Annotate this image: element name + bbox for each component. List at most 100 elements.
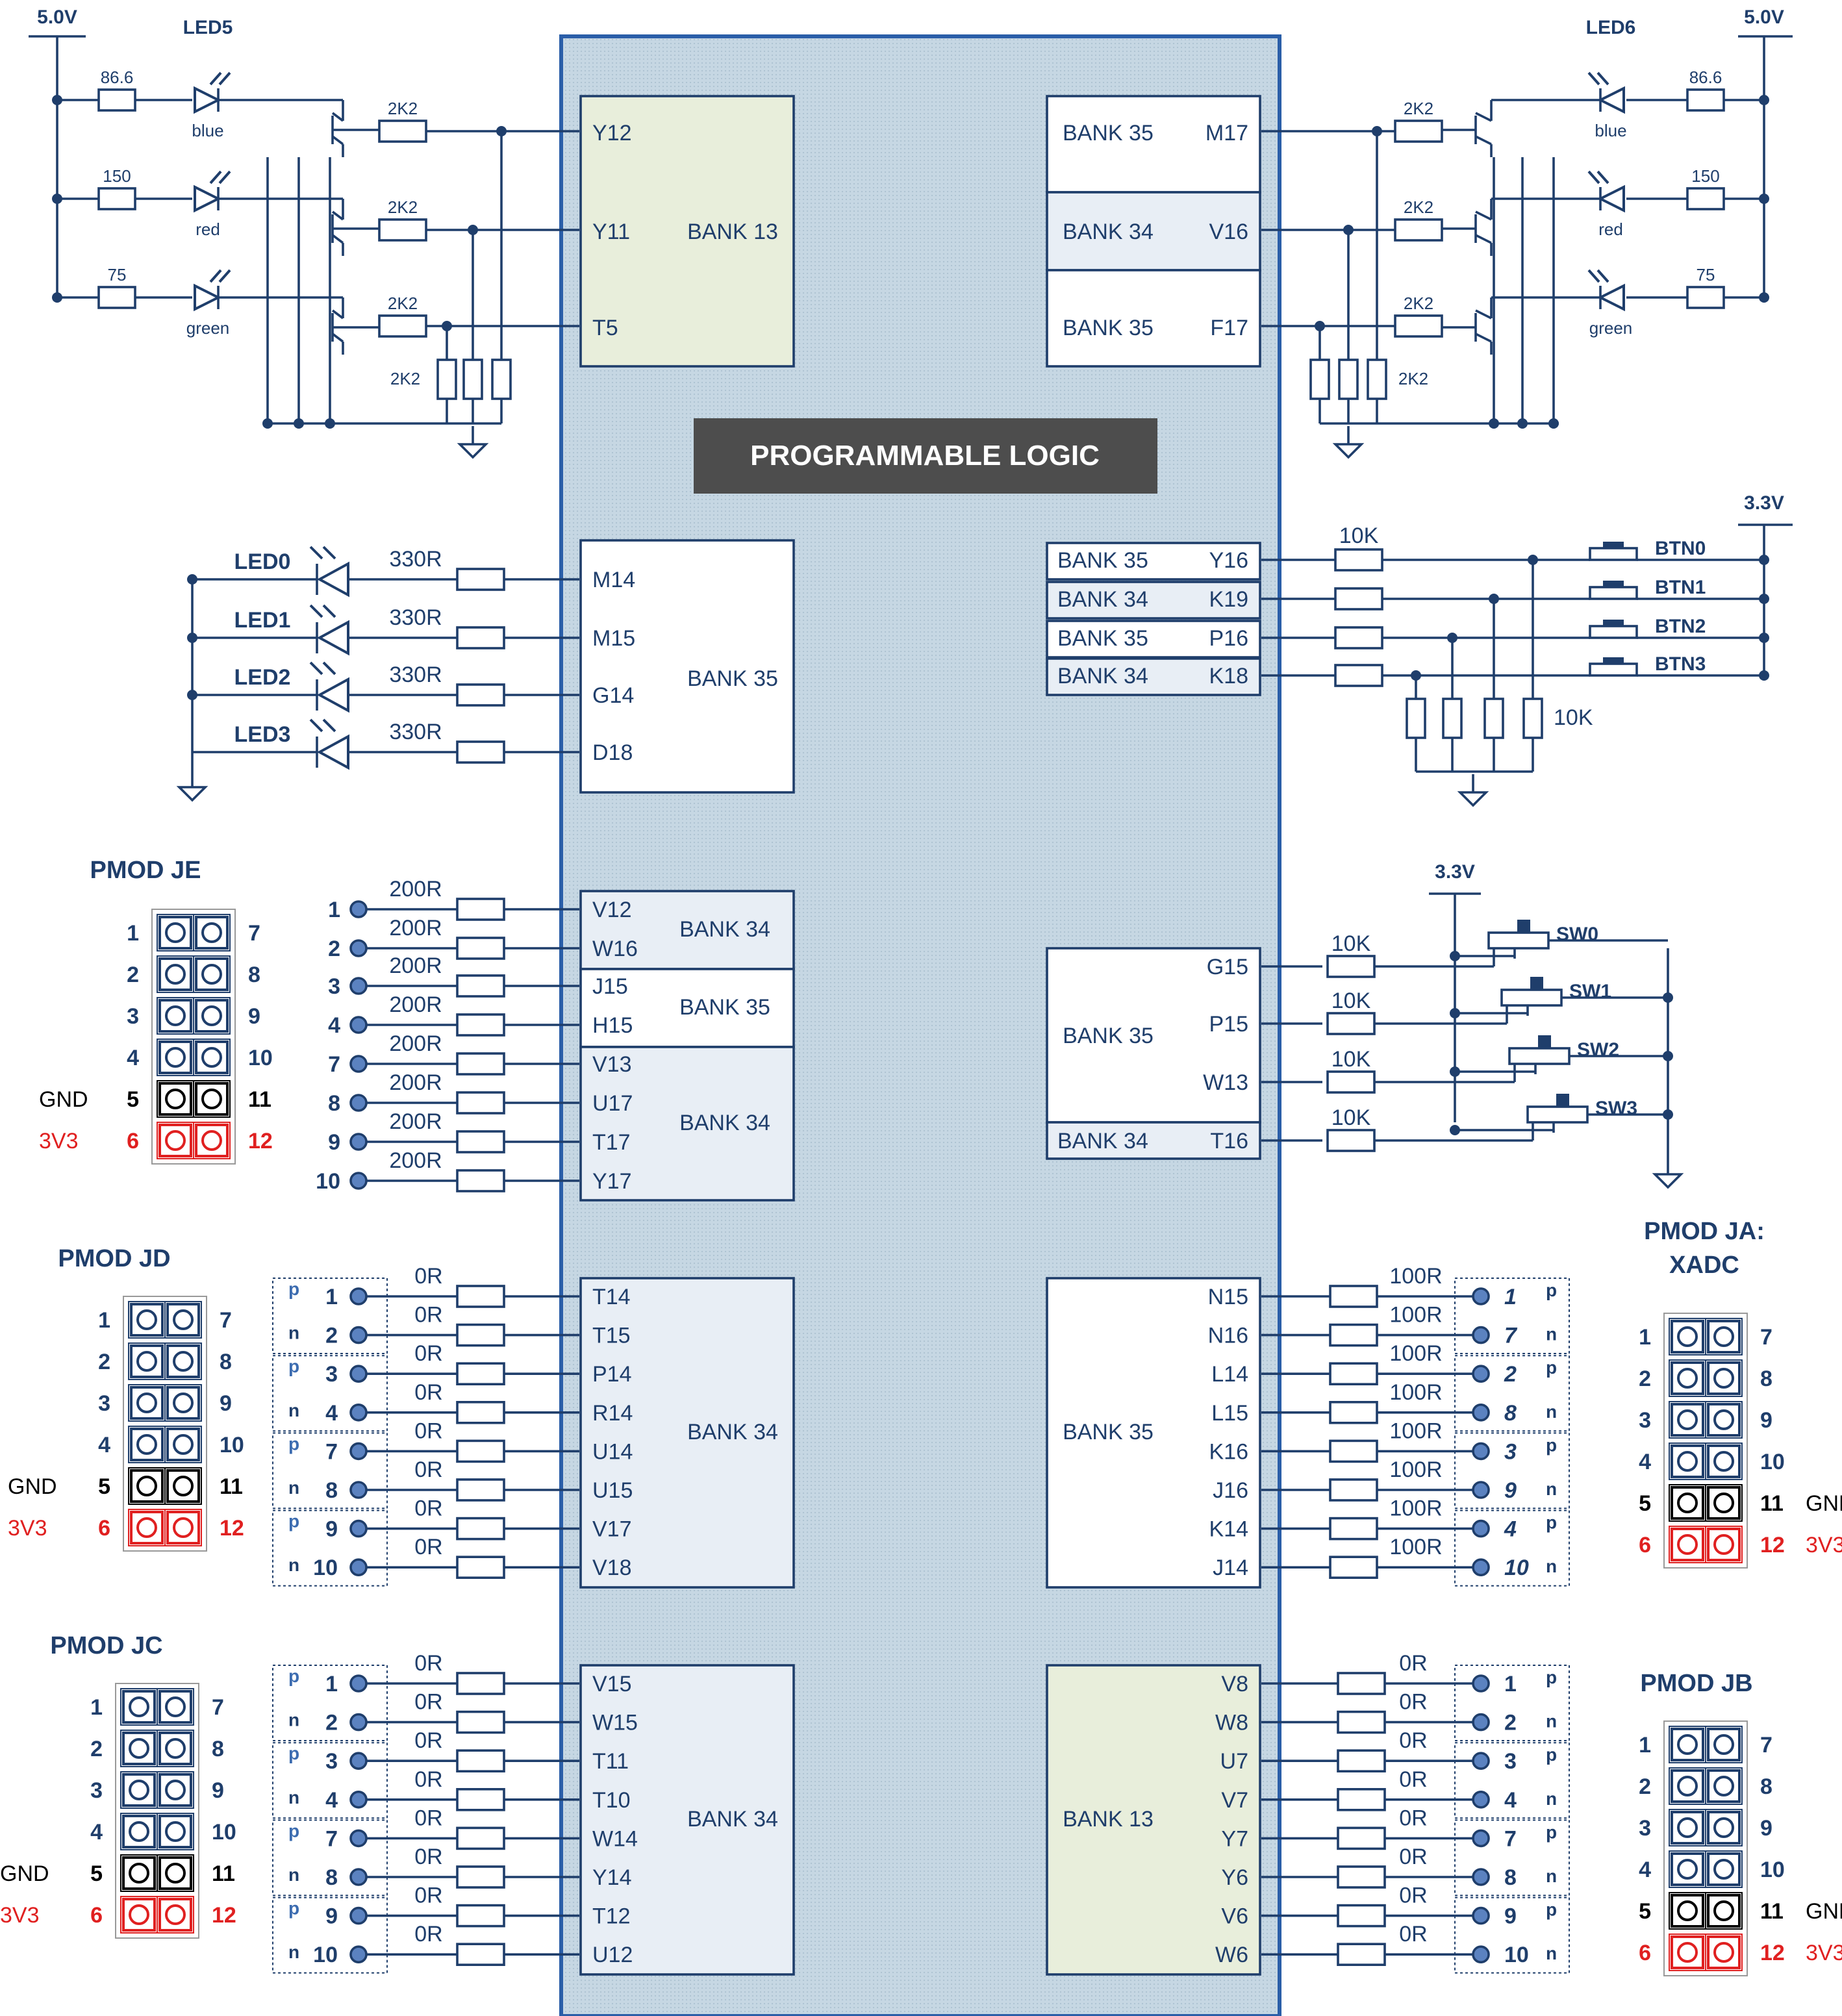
ja-resistor <box>1329 1285 1378 1308</box>
je-pin-outline <box>193 1080 231 1118</box>
ja-pin <box>1472 1404 1490 1422</box>
base-resistor <box>378 314 427 338</box>
bank-label: BANK 34 <box>1063 220 1154 244</box>
ja-pin-number: 6 <box>1639 1533 1651 1557</box>
jc-pin-ring <box>129 1738 149 1759</box>
ja-polarity: n <box>1546 1324 1557 1344</box>
v5-label-right: 5.0V <box>1744 6 1784 28</box>
bank13-rgb-box <box>579 95 795 368</box>
ja-pin-ring <box>1713 1368 1734 1389</box>
pulldown-resistor <box>1338 359 1359 400</box>
jc-pair-box <box>272 1665 388 1741</box>
jb-polarity: n <box>1546 1789 1557 1809</box>
je-pin-ring <box>201 1089 222 1109</box>
resistor-value: 150 <box>103 166 131 186</box>
bank-label: BANK 35 <box>687 666 778 691</box>
led-diode <box>194 184 221 213</box>
resistor-value: 100R <box>1389 1496 1442 1521</box>
jb-pin-number: 8 <box>1760 1774 1773 1799</box>
ground-symbol <box>1457 791 1489 807</box>
resistor-value: 330R <box>389 662 442 687</box>
je-pin <box>349 1055 368 1073</box>
jc-resistor <box>456 1749 505 1772</box>
resistor-value: 0R <box>414 1884 442 1908</box>
jd-pair-box <box>272 1355 388 1432</box>
jb-resistor <box>1337 1865 1386 1889</box>
jc-pin-number: 4 <box>90 1820 103 1845</box>
jb-polarity: n <box>1546 1711 1557 1732</box>
led-arrows <box>309 661 336 675</box>
jc-3v3: 3V3 <box>0 1903 40 1928</box>
jc-pin-number: 12 <box>212 1903 236 1928</box>
rail-junction <box>52 95 62 105</box>
je-pin-ring <box>201 922 222 943</box>
led-series-resistor <box>1686 286 1725 309</box>
transistor-emitter <box>331 333 344 343</box>
jd-pin-number: 6 <box>98 1516 110 1541</box>
je-pin <box>349 1016 368 1034</box>
je-pin-number: 9 <box>248 1004 260 1029</box>
pin-name: R14 <box>592 1401 633 1426</box>
v33-label-sw: 3.3V <box>1435 861 1475 883</box>
jb-pin <box>1472 1791 1490 1809</box>
bank-label: BANK 34 <box>679 1111 770 1135</box>
resistor-value: 0R <box>1399 1767 1427 1792</box>
bus-junction <box>187 690 197 700</box>
led-resistor <box>456 626 505 649</box>
jb-pin <box>1472 1713 1490 1732</box>
button-series-resistor <box>1334 587 1383 611</box>
pin-name: Y14 <box>592 1865 632 1890</box>
ja-pin-number: 4 <box>1504 1517 1517 1542</box>
jd-pair-box <box>272 1432 388 1509</box>
resistor-value: 0R <box>414 1651 442 1676</box>
ground-symbol <box>457 443 489 459</box>
transistor-emitter <box>331 135 344 145</box>
pin-name: Y11 <box>592 220 630 244</box>
pin-name: Y17 <box>592 1169 632 1194</box>
jb-pin-ring <box>1713 1859 1734 1880</box>
ja-resistor <box>1329 1439 1378 1463</box>
je-pin-number: 8 <box>328 1091 340 1116</box>
jd-resistor <box>456 1556 505 1579</box>
jd-pin <box>349 1404 368 1422</box>
transistor-emitter <box>331 234 344 244</box>
jd-pin-number: 8 <box>325 1478 338 1503</box>
resistor-value: 0R <box>414 1690 442 1715</box>
jc-pin-number: 10 <box>313 1943 338 1967</box>
base-resistor <box>1394 314 1443 338</box>
je-pin-ring <box>201 1047 222 1068</box>
supply-junction <box>1450 1008 1460 1018</box>
je-resistor <box>456 1013 505 1037</box>
jb-resistor <box>1337 1943 1386 1966</box>
jc-pin-outline <box>157 1688 194 1726</box>
jd-resistor <box>456 1362 505 1385</box>
pin-name: M17 <box>1205 121 1248 145</box>
pulldown-junction <box>1315 321 1325 331</box>
ground-symbol <box>176 786 208 802</box>
pushbutton <box>1589 586 1638 600</box>
ground-symbol <box>1332 443 1365 459</box>
jc-pin-outline <box>157 1854 194 1892</box>
jb-resistor <box>1337 1826 1386 1850</box>
pulldown-junction <box>1411 670 1421 681</box>
jc-pin <box>349 1829 368 1848</box>
resistor-value: 0R <box>1399 1884 1427 1908</box>
jb-pin-number: 6 <box>1639 1941 1651 1965</box>
jb-pin-number: 1 <box>1639 1733 1651 1758</box>
led-arrows <box>209 170 231 184</box>
transistor-leg <box>1475 112 1492 122</box>
je-resistor <box>456 1091 505 1115</box>
resistor-value: 0R <box>1399 1845 1427 1869</box>
je-pin-ring <box>165 964 186 985</box>
jd-pin <box>349 1442 368 1461</box>
led-color-label: green <box>186 318 230 338</box>
pin-name: T11 <box>592 1749 629 1774</box>
led-arrows <box>1587 269 1609 283</box>
je-pin-outline <box>193 955 231 993</box>
rail-junction <box>1759 194 1769 204</box>
jc-pin-outline <box>157 1771 194 1809</box>
je-pin-number: 8 <box>248 963 260 987</box>
jc-polarity: n <box>288 1710 299 1730</box>
ja-pin-number: 2 <box>1639 1367 1651 1391</box>
ja-pin-number: 3 <box>1504 1439 1517 1464</box>
